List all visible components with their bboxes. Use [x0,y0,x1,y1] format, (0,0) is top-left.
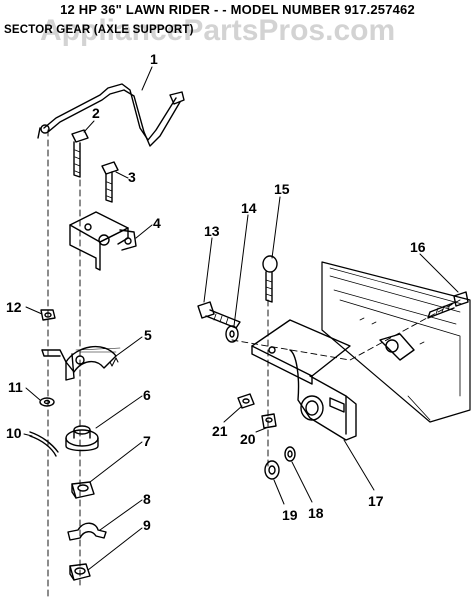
part-10-cotter-pin[interactable] [29,431,59,457]
callout-19: 19 [282,507,298,523]
part-19-washer[interactable] [264,460,280,480]
part-2-bolt[interactable] [71,129,89,178]
part-14-washer[interactable] [225,325,239,343]
part-8-clip[interactable] [67,522,107,541]
callout-11: 11 [8,379,23,395]
callout-labels: 1 2 3 4 12 5 11 6 10 7 8 9 13 14 15 16 2… [6,51,426,533]
callout-12: 12 [6,299,22,315]
part-12-nut[interactable] [40,309,56,321]
leader-lines [23,66,459,571]
part-4-bracket[interactable] [69,211,137,271]
callout-14: 14 [241,200,257,216]
part-13-bolt[interactable] [197,301,241,329]
part-16-frame-panel [321,261,471,423]
part-16-bolt[interactable] [427,291,469,319]
diagram-title: 12 HP 36" LAWN RIDER - - MODEL NUMBER 91… [60,2,415,17]
part-15-carriage-bolt[interactable] [262,255,278,303]
part-21-nut[interactable] [237,393,255,409]
part-5-sector-gear[interactable] [41,345,121,381]
callout-18: 18 [308,505,324,521]
part-9-nut[interactable] [69,563,91,581]
part-6-gear-hub[interactable] [65,425,99,452]
callout-10: 10 [6,425,22,441]
part-18-washer[interactable] [284,446,296,462]
diagram-subtitle: SECTOR GEAR (AXLE SUPPORT) [4,24,194,36]
callout-21: 21 [212,423,228,439]
callout-16: 16 [410,239,426,255]
callout-15: 15 [274,181,290,197]
callout-1: 1 [150,51,158,67]
callout-6: 6 [143,387,151,403]
callout-4: 4 [153,215,161,231]
callout-8: 8 [143,491,151,507]
part-11-washer[interactable] [39,397,55,407]
part-7-nut[interactable] [71,481,95,499]
callout-20: 20 [240,431,256,447]
part-1-rod[interactable] [37,83,185,147]
callout-5: 5 [144,327,152,343]
callout-17: 17 [368,493,384,509]
callout-13: 13 [204,223,220,239]
callout-9: 9 [143,517,151,533]
part-20-nut[interactable] [261,413,277,429]
part-17-axle-support[interactable] [251,319,357,441]
part-3-bolt[interactable] [101,161,119,203]
callout-7: 7 [143,433,151,449]
callout-2: 2 [92,105,100,121]
callout-3: 3 [128,169,136,185]
